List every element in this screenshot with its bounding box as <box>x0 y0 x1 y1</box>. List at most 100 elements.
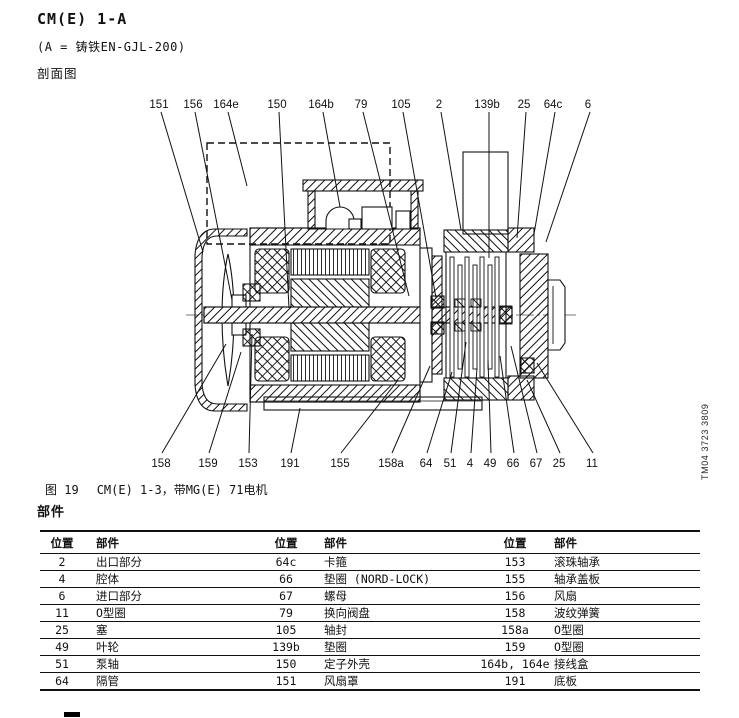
callout-line <box>402 111 437 299</box>
part-position-cell: 191 <box>480 672 550 691</box>
figure-caption-label: 图 19 <box>45 483 79 497</box>
parts-col-header: 位置 <box>260 531 312 554</box>
part-position-cell: 139b <box>260 638 312 656</box>
section-label: 剖面图 <box>37 66 78 81</box>
part-name-cell: O型圈 <box>550 621 700 639</box>
callout-line <box>391 365 431 454</box>
callout-number: 2 <box>436 99 442 111</box>
page-subtitle: (A = 铸铁EN-GJL-200) <box>37 40 186 54</box>
callout-number: 4 <box>467 458 474 470</box>
part-name-cell: 风扇 <box>550 587 700 605</box>
figure-caption-text: CM(E) 1-3，带MG(E) 71电机 <box>96 483 268 497</box>
callout-number: 64 <box>420 458 433 470</box>
terminal-box <box>302 179 424 230</box>
callout-number: 25 <box>518 99 531 111</box>
part-name-cell: 波纹弹簧 <box>550 604 700 622</box>
part-position-cell: 11 <box>40 604 84 622</box>
callout-line <box>510 345 538 454</box>
stator-core <box>290 248 370 382</box>
part-position-cell: 156 <box>480 587 550 605</box>
callout-line <box>362 111 410 297</box>
callout-number: 164b <box>308 99 334 111</box>
part-name-cell: 隔管 <box>84 672 260 691</box>
part-position-cell: 67 <box>260 587 312 605</box>
part-name-cell: 卡箍 <box>312 553 480 571</box>
callout-number: 191 <box>280 458 299 470</box>
part-name-cell: 叶轮 <box>84 638 260 656</box>
callout-line <box>470 367 478 454</box>
callout-line <box>533 111 556 235</box>
callout-number: 6 <box>585 99 591 111</box>
part-name-cell: 定子外壳 <box>312 655 480 673</box>
drawing-number-watermark: TM04 3723 3809 <box>700 404 710 480</box>
part-name-cell: 腔体 <box>84 570 260 588</box>
callout-line <box>227 111 248 187</box>
part-name-cell: 垫圈 <box>312 638 480 656</box>
callout-line <box>322 111 341 208</box>
callout-line <box>426 371 453 454</box>
figure-caption: 图 19 CM(E) 1-3，带MG(E) 71电机 <box>45 481 268 498</box>
callout-number: 139b <box>474 99 500 111</box>
callout-line <box>440 111 462 231</box>
part-position-cell: 158 <box>480 604 550 622</box>
callout-number: 25 <box>553 458 566 470</box>
callout-line <box>208 351 242 454</box>
inlet-part <box>519 253 566 379</box>
callout-line <box>526 379 561 454</box>
part-position-cell: 49 <box>40 638 84 656</box>
part-position-cell: 151 <box>260 672 312 691</box>
callout-line <box>160 111 204 253</box>
part-position-cell: 159 <box>480 638 550 656</box>
scan-artifact <box>64 712 80 717</box>
part-position-cell: 2 <box>40 553 84 571</box>
part-position-cell: 158a <box>480 621 550 639</box>
parts-table-header-row: 位置部件位置部件位置部件 <box>40 531 700 554</box>
callout-number: 49 <box>484 458 497 470</box>
parts-col-header: 部件 <box>550 531 700 554</box>
fan-cover <box>194 228 248 412</box>
outlet-pipe <box>462 151 509 235</box>
callout-line <box>516 111 527 239</box>
ball-bearing <box>242 283 261 347</box>
callout-number: 158 <box>151 458 170 470</box>
part-position-cell: 150 <box>260 655 312 673</box>
part-name-cell: 底板 <box>550 672 700 691</box>
part-position-cell: 6 <box>40 587 84 605</box>
part-name-cell: 轴封 <box>312 621 480 639</box>
parts-col-header: 部件 <box>84 531 260 554</box>
part-position-cell: 79 <box>260 604 312 622</box>
callout-line <box>278 111 290 309</box>
callout-number: 150 <box>267 99 286 111</box>
part-name-cell: 滚珠轴承 <box>550 553 700 571</box>
callout-line <box>450 341 467 454</box>
callout-number: 67 <box>530 458 543 470</box>
callout-line <box>487 359 492 454</box>
parts-heading: 部件 <box>37 505 66 520</box>
callout-line <box>499 355 515 454</box>
callout-number: 151 <box>149 99 168 111</box>
callout-number: 158a <box>378 458 404 470</box>
callout-number: 79 <box>355 99 368 111</box>
part-name-cell: 进口部分 <box>84 587 260 605</box>
callout-number: 11 <box>586 458 598 470</box>
part-position-cell: 66 <box>260 570 312 588</box>
callout-line <box>161 343 227 454</box>
part-position-cell: 164b, 164e <box>480 655 550 673</box>
motor-adapter <box>419 247 443 383</box>
callout-number: 64c <box>544 99 563 111</box>
callout-number: 66 <box>507 458 520 470</box>
chamber-stack <box>449 256 513 378</box>
part-position-cell: 25 <box>40 621 84 639</box>
part-name-cell: 塞 <box>84 621 260 639</box>
part-position-cell: 155 <box>480 570 550 588</box>
part-name-cell: 出口部分 <box>84 553 260 571</box>
stator-windings <box>254 248 406 382</box>
parts-col-header: 位置 <box>480 531 550 554</box>
